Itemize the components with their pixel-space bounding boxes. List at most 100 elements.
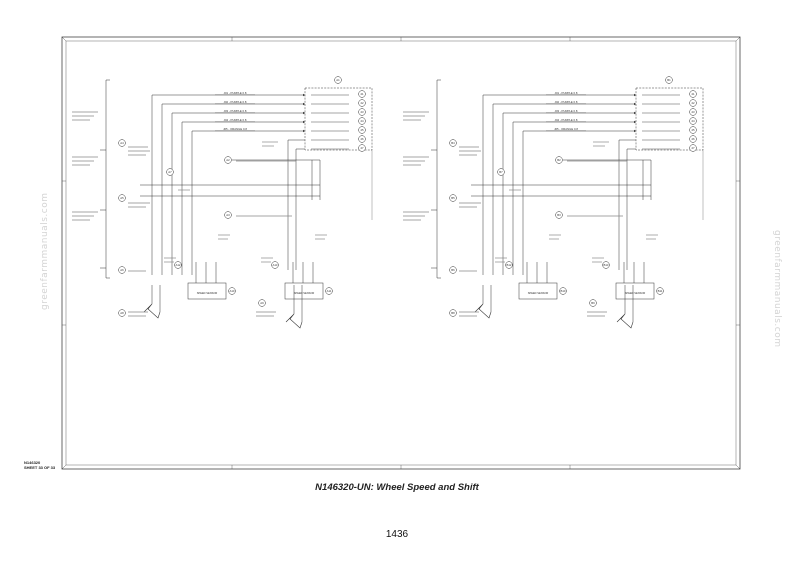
pin-number-4-label: 24 [691, 119, 695, 123]
callout-bus-upper [555, 156, 563, 164]
drawing-number: N146320 [24, 460, 41, 465]
pin-number-7-label: 27 [691, 146, 695, 150]
wire-label-1: J01 - PURPLE 0.8 [555, 91, 578, 95]
callout-ground-1-label: B8 [451, 311, 455, 315]
ground-break-1 [143, 303, 161, 319]
wire-label-5: J05 - ORANGE 0.8 [554, 127, 578, 131]
callout-ground-2-label: B9 [591, 301, 595, 305]
callout-control-unit [665, 76, 673, 84]
sensor-label-2: SPEED SENSOR [625, 291, 646, 295]
pin-number-4 [358, 117, 366, 125]
callout-bus-lower-label: B3 [557, 213, 561, 217]
pin-number-7 [358, 144, 366, 152]
callout-connector-1 [505, 261, 513, 269]
sensor-box-1 [187, 282, 227, 300]
callout-ground-2-label: A9 [260, 301, 264, 305]
pin-number-5-label: 25 [691, 128, 695, 132]
drawing-frame [61, 36, 741, 470]
callout-ground-1 [449, 309, 457, 317]
callout-bus-upper [224, 156, 232, 164]
wire-label-2: J02 - PURPLE 0.8 [555, 100, 578, 104]
pin-number-4 [689, 117, 697, 125]
page-number: 1436 [385, 529, 409, 540]
pin-number-6 [358, 135, 366, 143]
callout-left-3 [118, 266, 126, 274]
sensor-box-2 [615, 282, 655, 300]
sensor-label-1: SPEED SENSOR [528, 291, 549, 295]
callout-left-3-label: A6 [120, 268, 124, 272]
callout-control-unit-label: B1 [667, 78, 671, 82]
callout-ground-1 [118, 309, 126, 317]
callout-connector-2-label: B13 [604, 263, 609, 267]
pin-number-3 [689, 108, 697, 116]
callout-splice [166, 168, 174, 176]
callout-sensor-1 [559, 287, 567, 295]
pin-number-7-label: 27 [360, 146, 364, 150]
control-unit-box [635, 87, 704, 151]
callout-bus-upper-label: A2 [226, 158, 230, 162]
callout-left-3-label: B6 [451, 268, 455, 272]
pin-number-1-label: 21 [691, 92, 695, 96]
pin-number-2-label: 22 [360, 101, 364, 105]
callout-connector-1-label: B12 [507, 263, 512, 267]
pin-number-6 [689, 135, 697, 143]
callout-sensor-1-label: A10 [230, 289, 235, 293]
callout-left-1 [118, 139, 126, 147]
callout-left-3 [449, 266, 457, 274]
wire-label-4: J04 - PURPLE 0.8 [555, 118, 578, 122]
callout-bus-lower [224, 211, 232, 219]
callout-sensor-2-label: A11 [327, 289, 332, 293]
pin-number-2-label: 22 [691, 101, 695, 105]
wire-label-3: J03 - PURPLE 0.8 [224, 109, 247, 113]
pin-number-7 [689, 144, 697, 152]
pin-number-3 [358, 108, 366, 116]
callout-connector-2-label: A13 [273, 263, 278, 267]
callout-splice [497, 168, 505, 176]
callout-control-unit [334, 76, 342, 84]
sensor-box-1 [518, 282, 558, 300]
callout-sensor-1 [228, 287, 236, 295]
sensor-label-2: SPEED SENSOR [294, 291, 315, 295]
callout-bus-upper-label: B2 [557, 158, 561, 162]
callout-connector-1 [174, 261, 182, 269]
callout-left-1 [449, 139, 457, 147]
callout-ground-2 [258, 299, 266, 307]
callout-ground-2 [589, 299, 597, 307]
callout-sensor-2-label: B11 [658, 289, 663, 293]
pin-number-5 [689, 126, 697, 134]
callout-connector-1-label: A12 [176, 263, 181, 267]
callout-bus-lower [555, 211, 563, 219]
pin-number-3-label: 23 [691, 110, 695, 114]
callout-sensor-2 [656, 287, 664, 295]
pin-number-4-label: 24 [360, 119, 364, 123]
pin-number-1 [358, 90, 366, 98]
watermark-right: greenfarmmanuals.com [772, 230, 782, 348]
watermark-left: greenfarmmanuals.com [40, 192, 50, 310]
callout-splice-label: B7 [499, 170, 503, 174]
sheet-identifier: N146320 SHEET 33 OF 33 [24, 460, 55, 470]
callout-bus-lower-label: A3 [226, 213, 230, 217]
callout-sensor-2 [325, 287, 333, 295]
control-unit-box [304, 87, 373, 151]
ground-break-2 [285, 313, 303, 329]
callout-left-2-label: B5 [451, 196, 455, 200]
ground-break-2 [616, 313, 634, 329]
sensor-box-2 [284, 282, 324, 300]
callout-sensor-1-label: B10 [561, 289, 566, 293]
pin-number-1-label: 21 [360, 92, 364, 96]
callout-left-1-label: A4 [120, 141, 124, 145]
callout-left-2-label: A5 [120, 196, 124, 200]
pin-number-6-label: 26 [360, 137, 364, 141]
callout-connector-2 [602, 261, 610, 269]
sheet-count: SHEET 33 OF 33 [24, 465, 56, 470]
pin-number-6-label: 26 [691, 137, 695, 141]
wire-label-3: J03 - PURPLE 0.8 [555, 109, 578, 113]
figure-caption: N146320-UN: Wheel Speed and Shift [315, 482, 479, 493]
pin-number-2 [358, 99, 366, 107]
callout-left-2 [449, 194, 457, 202]
callout-left-2 [118, 194, 126, 202]
wire-label-5: J05 - ORANGE 0.8 [223, 127, 247, 131]
